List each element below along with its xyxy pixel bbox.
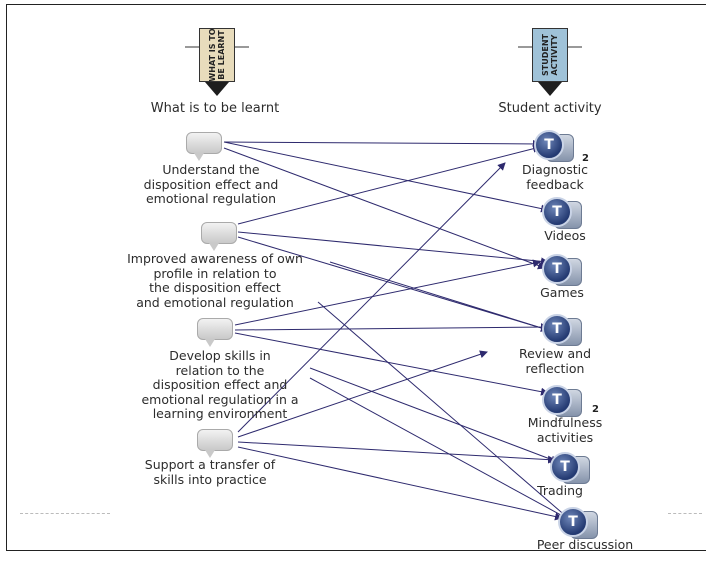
goal-2-label: Improved awareness of own profile in rel… [100,251,330,310]
dashed-divider-left [20,513,110,514]
connection-arrow [223,147,546,270]
activity-3-label: Games [512,285,612,301]
connection-arrow [309,367,559,464]
activity-2-t-icon: T [542,197,572,227]
goal-2-line: the disposition effect [149,280,281,295]
connection-arrow [237,441,556,464]
goal-1-bubble-icon[interactable] [186,132,222,161]
goal-3-line: learning environment [152,406,288,421]
activity-4-line: Review and [518,346,592,361]
activity-3-t-icon: T [542,254,572,284]
activity-6-t-icon: T [550,452,580,482]
activity-6-label: Trading [515,483,605,499]
goal-2-line: and emotional regulation [136,294,294,310]
connection-arrow [237,144,541,225]
goal-3-line: Develop skills in [169,348,271,363]
connection-arrow [223,141,549,213]
connection-arrow [329,261,549,332]
connection-arrow [237,231,549,266]
connection-arrow [234,259,541,326]
activity-1-label: Diagnostic feedback [505,162,605,192]
connection-arrow [237,350,488,438]
activity-5-count: 2 [592,404,599,415]
goal-4-line: skills into practice [153,471,267,487]
right-column-title: Student activity [498,101,602,116]
connection-arrow [317,301,569,519]
diagram-frame [6,4,706,551]
goal-3-bubble-icon[interactable] [197,318,233,347]
goal-3-line: emotional regulation in a [141,391,299,407]
goal-3-label: Develop skills in relation to the dispos… [110,348,330,422]
left-tag-line2: BE LEARNT [217,30,226,80]
goal-4-label: Support a transfer of skills into practi… [120,457,300,487]
goal-3-line: relation to the [175,362,265,378]
activity-5-node[interactable]: T [540,383,588,419]
activity-7-line: Peer discussion [536,537,634,552]
activity-5-label: Mindfulness activities [510,415,620,445]
activity-6-node[interactable]: T [548,450,596,486]
activity-2-node[interactable]: T [540,195,588,231]
connection-arrow [237,236,549,332]
goal-1-line: Understand the [162,162,260,177]
connection-arrow [223,139,541,148]
left-column-title: What is to be learnt [150,101,280,116]
activity-7-label: Peer discussion [515,537,655,553]
left-tag-line1: WHAT IS TO [208,28,217,82]
activity-4-line: reflection [525,360,585,376]
activity-4-label: Review and reflection [500,346,610,376]
activity-6-line: Trading [537,483,583,498]
activity-1-line: Diagnostic [521,162,589,177]
activity-4-node[interactable]: T [540,312,588,348]
goal-2-line: profile in relation to [153,265,277,281]
activity-5-line: activities [536,429,594,445]
activity-1-t-icon: T [534,130,564,160]
dashed-divider-right [668,513,702,514]
goal-1-line: disposition effect and [143,176,279,192]
activity-5-t-icon: T [542,385,572,415]
activity-2-line: Videos [544,228,586,243]
connection-arrow [237,446,563,521]
activity-1-count: 2 [582,153,589,164]
goal-2-line: Improved awareness of own [127,251,303,266]
activity-7-t-icon: T [558,507,588,537]
activity-7-node[interactable]: T [556,505,604,541]
right-tag-line1: STUDENT [541,34,550,76]
right-tag-line2: ACTIVITY [550,34,559,76]
goal-1-label: Understand the disposition effect and em… [116,162,306,207]
connection-arrow [309,377,571,521]
goal-1-line: emotional regulation [145,191,277,206]
connection-arrow [237,162,506,433]
activity-2-label: Videos [515,228,615,244]
connection-arrow [234,332,549,396]
activity-4-t-icon: T [542,314,572,344]
activity-1-line: feedback [526,176,584,192]
goal-2-bubble-icon[interactable] [201,222,237,251]
goal-4-line: Support a transfer of [144,457,276,472]
goal-4-bubble-icon[interactable] [197,429,233,458]
connection-arrow [234,323,549,332]
activity-1-node[interactable]: T [532,128,580,164]
activity-3-line: Games [540,285,584,300]
activity-3-node[interactable]: T [540,252,588,288]
activity-5-line: Mindfulness [527,415,603,430]
goal-3-line: disposition effect and [152,377,288,392]
